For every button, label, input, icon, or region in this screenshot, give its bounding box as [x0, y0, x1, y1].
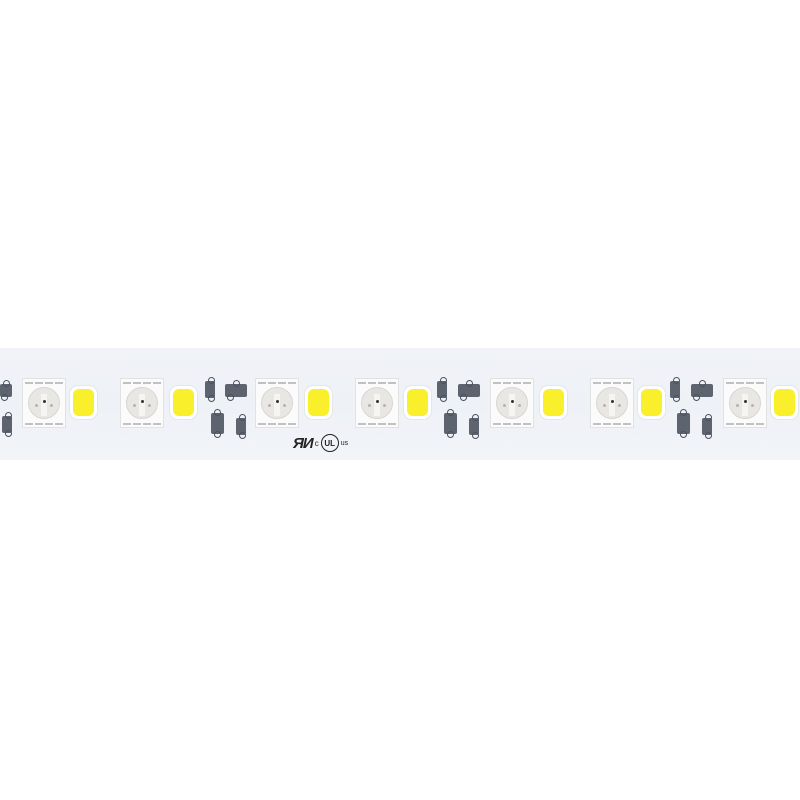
- resistor: [469, 414, 479, 439]
- rgb-led: [22, 378, 66, 428]
- resistor: [670, 377, 680, 402]
- us-label: us: [340, 439, 349, 447]
- rgb-led: [355, 378, 399, 428]
- white-led: [170, 386, 197, 419]
- resistor: [444, 409, 457, 438]
- rgb-led: [590, 378, 634, 428]
- resistor: [677, 409, 690, 438]
- white-led: [404, 386, 431, 419]
- resistor: [225, 380, 247, 401]
- rgb-led: [723, 378, 767, 428]
- white-led: [70, 386, 97, 419]
- rgb-led: [490, 378, 534, 428]
- white-led: [540, 386, 567, 419]
- resistor: [205, 377, 215, 402]
- ul-recognized-icon: ЯИ: [293, 434, 314, 452]
- white-led: [638, 386, 665, 419]
- rgb-led: [120, 378, 164, 428]
- resistor: [458, 380, 480, 401]
- resistor: [236, 414, 246, 439]
- resistor: [211, 409, 224, 438]
- white-led: [305, 386, 332, 419]
- ul-listed-icon: UL: [320, 434, 339, 452]
- resistor: [0, 380, 12, 401]
- resistor: [2, 412, 12, 437]
- resistor: [437, 377, 447, 402]
- c-label: c: [314, 438, 319, 448]
- resistor: [691, 380, 713, 401]
- certification-marks: ЯИ c UL us: [293, 434, 348, 452]
- rgb-led: [255, 378, 299, 428]
- white-led: [771, 386, 798, 419]
- resistor: [702, 414, 712, 439]
